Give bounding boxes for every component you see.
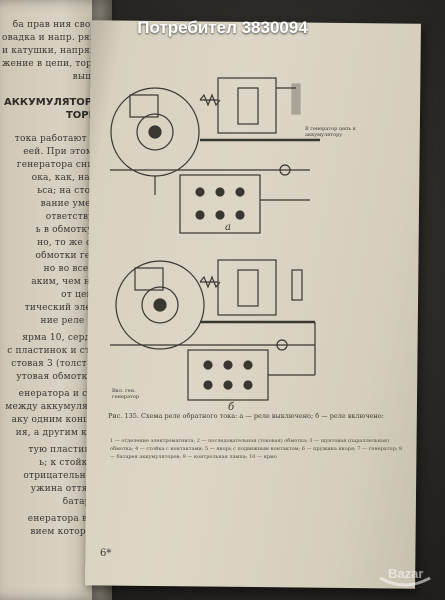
text-line: но во всех с bbox=[43, 264, 102, 273]
relay-box-a bbox=[217, 77, 277, 134]
battery-b bbox=[187, 349, 269, 401]
relay-coil-b bbox=[237, 269, 259, 307]
text-line: ужина оттяги- bbox=[30, 484, 102, 493]
text-line: тока работают пр bbox=[14, 134, 102, 143]
text-line: вием которого bbox=[30, 527, 102, 536]
note-a: В генератор цепь к аккумулятору bbox=[305, 126, 356, 138]
text-line: и катушки, напряже bbox=[2, 46, 102, 55]
text-line: стовая 3 (толстая) bbox=[11, 359, 102, 368]
text-line: вание умень bbox=[40, 199, 102, 208]
spring-a bbox=[199, 93, 221, 107]
field-coil-b bbox=[134, 267, 164, 291]
text-line: утовая обмотка 4 bbox=[16, 372, 102, 381]
text-line: енератора и слу- bbox=[18, 389, 102, 398]
spring-b bbox=[199, 275, 221, 289]
text-line: ответству х bbox=[45, 212, 102, 221]
relay-box-b bbox=[217, 259, 277, 316]
text-line: еей. При этом к bbox=[23, 147, 102, 156]
lamp-a bbox=[279, 164, 291, 176]
text-line: от цепи, bbox=[61, 290, 102, 299]
note-b: Вкл. ген. генератор bbox=[112, 388, 140, 400]
section-heading: АККУМУЛЯТОРНОЙ ТОРЫ bbox=[4, 97, 118, 121]
text-line: отрицательного bbox=[23, 471, 102, 480]
text-line: вышь. bbox=[72, 72, 102, 81]
text-line: генератора сниж bbox=[16, 160, 102, 169]
text-line: ь в обмотку п bbox=[35, 225, 102, 234]
field-coil-a bbox=[129, 94, 159, 118]
text-line: между аккумулято- bbox=[5, 402, 102, 411]
figure-caption: Рис. 135. Схема реле обратного тока: а —… bbox=[108, 412, 384, 420]
circuit-diagram bbox=[110, 77, 320, 401]
text-line: батарея bbox=[62, 497, 102, 506]
generator-rotor-a bbox=[136, 113, 174, 151]
text-line: аку одним концом bbox=[11, 415, 102, 424]
text-line: тую пластинку bbox=[28, 445, 102, 454]
generator-rotor-b bbox=[141, 286, 179, 324]
bazar-logo-icon bbox=[379, 576, 431, 587]
left-page-text-top: ба прав ния своих овадка и напр. ряже и … bbox=[2, 16, 102, 85]
text-line: ия, а другим кон- bbox=[15, 428, 102, 437]
watermark-text: Bazar bbox=[388, 566, 424, 581]
text-line: енератора вра- bbox=[27, 514, 102, 523]
page-number: 6* bbox=[100, 548, 112, 559]
text-line: тический элект bbox=[24, 303, 102, 312]
subfigure-a-label: а bbox=[225, 222, 231, 233]
text-line: ба прав ния своих bbox=[12, 20, 102, 29]
generator-housing-b bbox=[115, 260, 205, 350]
battery-a bbox=[179, 174, 261, 234]
text-line: с пластинок и стой bbox=[7, 346, 102, 355]
figure-legend: 1 — отделение электромагнита; 2 — послед… bbox=[110, 438, 403, 460]
text-line: ярма 10, сердеч bbox=[22, 333, 102, 342]
text-line: ние реле об- bbox=[40, 316, 102, 325]
lamp-b bbox=[276, 339, 288, 351]
relay-coil-a bbox=[237, 87, 259, 125]
subfigure-b-label: б bbox=[228, 402, 235, 413]
seller-banner: Потребител 3830094 bbox=[137, 18, 308, 37]
text-line: жение в цепи, тормо bbox=[2, 59, 102, 68]
text-line: овадка и напр. ряже bbox=[2, 33, 102, 42]
text-line: ь; к стойке 4 bbox=[39, 458, 102, 467]
text-line: ока, как, напр bbox=[31, 173, 102, 182]
text-line: обмотки гене bbox=[35, 251, 102, 260]
left-page-text-body: тока работают пр еей. При этом к генератор… bbox=[2, 130, 102, 540]
text-line: ьса; на стопе bbox=[37, 186, 102, 195]
text-line: но, то же ост bbox=[37, 238, 102, 247]
text-line: аким, чем нап bbox=[31, 277, 102, 286]
